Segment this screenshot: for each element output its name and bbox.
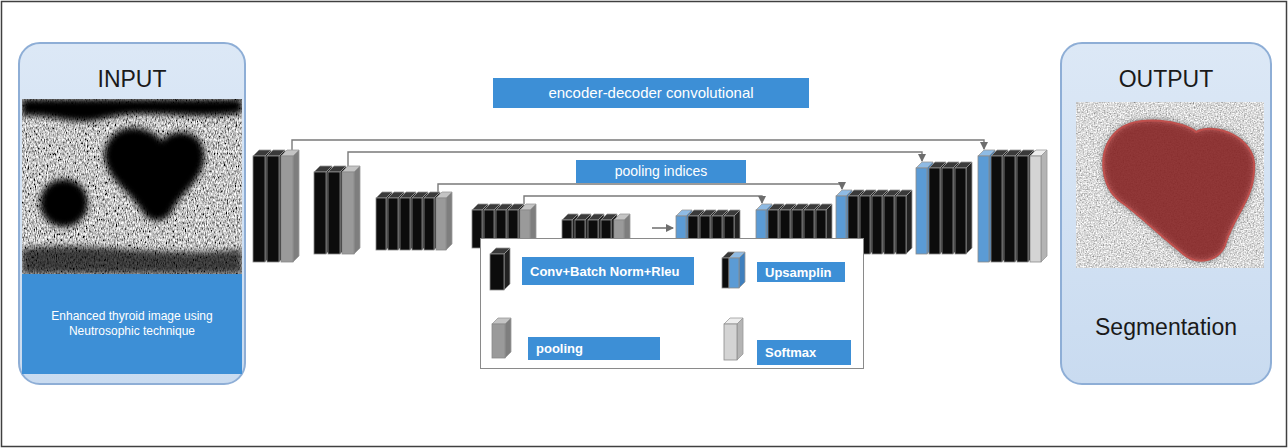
- layer-side: [354, 166, 360, 254]
- index-link: [438, 184, 842, 192]
- box-label: pooling indices: [615, 163, 708, 181]
- panel-heading: Segmentation: [1062, 314, 1270, 341]
- layer-side: [504, 248, 510, 290]
- index-link: [524, 196, 762, 204]
- conv-layer: [955, 162, 972, 254]
- conv-layer: [490, 248, 510, 290]
- up-layer: [729, 252, 745, 288]
- layer-front: [955, 168, 966, 254]
- layer-front: [400, 198, 410, 250]
- box-label: Enhanced thyroid image using Neutrosophi…: [30, 309, 234, 339]
- layer-side: [906, 190, 912, 254]
- legend-label: Softmax: [757, 340, 851, 365]
- layer-side: [446, 192, 452, 250]
- layer-side: [966, 162, 972, 254]
- soft-layer: [724, 318, 743, 360]
- output-panel: OUTPUT Segmentation: [1060, 42, 1272, 385]
- legend-samples: [490, 248, 745, 360]
- layer-side: [293, 150, 299, 262]
- title-box: encoder-decoder convolutional: [493, 78, 809, 108]
- layer-front: [1004, 156, 1015, 262]
- layer-front: [1017, 156, 1028, 262]
- layer-front: [342, 172, 354, 254]
- layer-front: [1030, 156, 1041, 262]
- pool-layer: [281, 150, 299, 262]
- label-box: pooling indices: [576, 160, 746, 183]
- layer-front: [729, 258, 739, 288]
- layer-front: [991, 156, 1002, 262]
- layer-front: [490, 254, 504, 290]
- legend-label: Upsamplin: [757, 262, 845, 282]
- layer-front: [929, 168, 940, 254]
- layer-front: [376, 198, 386, 250]
- layer-front: [896, 196, 906, 254]
- pool-layer: [342, 166, 360, 254]
- pooling-index-links: [292, 140, 984, 204]
- layer-front: [314, 172, 326, 254]
- layer-front: [916, 168, 927, 254]
- layer-side: [739, 252, 745, 288]
- layer-front: [978, 156, 989, 262]
- layer-front: [884, 196, 894, 254]
- layer-front: [942, 168, 953, 254]
- layer-front: [424, 198, 434, 250]
- pool-layer: [492, 318, 511, 358]
- layer-front: [267, 156, 279, 262]
- layer-front: [492, 324, 505, 358]
- layer-front: [872, 196, 882, 254]
- layer-front: [281, 156, 293, 262]
- layer-side: [737, 318, 743, 360]
- layer-front: [253, 156, 265, 262]
- soft-layer: [1030, 150, 1047, 262]
- input-panel: INPUT Enhanced thyroid image using Neutro…: [18, 42, 246, 385]
- layer-side: [505, 318, 511, 358]
- legend-box: [481, 239, 864, 369]
- panel-heading: INPUT: [20, 66, 244, 93]
- layer-front: [724, 324, 737, 360]
- segmentation-image: [1076, 102, 1264, 268]
- input-caption-box: Enhanced thyroid image using Neutrosophi…: [22, 274, 242, 374]
- legend-label: pooling: [528, 337, 660, 360]
- layer-front: [388, 198, 398, 250]
- pool-layer: [436, 192, 452, 250]
- bottleneck-arrow: [652, 227, 673, 229]
- box-label: encoder-decoder convolutional: [548, 84, 753, 103]
- layer-side: [1041, 150, 1047, 262]
- conv-layer: [896, 190, 912, 254]
- layer-front: [328, 172, 340, 254]
- layer-front: [436, 198, 446, 250]
- ultrasound-image: [22, 99, 242, 274]
- layer-front: [412, 198, 422, 250]
- panel-heading: OUTPUT: [1062, 66, 1270, 93]
- index-link: [292, 140, 984, 150]
- legend-label: Conv+Batch Norm+Rleu: [522, 257, 694, 285]
- layer-front: [722, 258, 729, 288]
